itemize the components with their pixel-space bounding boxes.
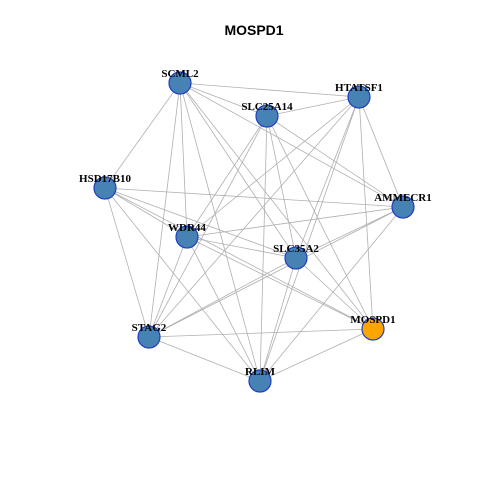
edge-slc35a2-mospd1 (295, 257, 374, 330)
edge-slc25a14-stag2 (148, 115, 268, 338)
node-slc25a14 (255, 104, 279, 128)
edge-scml2-ammecr1 (179, 82, 404, 208)
node-label-rlim: RLIM (245, 366, 276, 378)
edge-scml2-hsd17b10 (104, 82, 181, 189)
node-label-stag2: STAG2 (132, 322, 167, 334)
node-label-wdr44: WDR44 (168, 222, 206, 234)
edge-mospd1-rlim (259, 328, 374, 382)
edge-htatsf1-wdr44 (186, 96, 360, 238)
edge-hsd17b10-ammecr1 (104, 187, 404, 208)
edge-slc35a2-stag2 (148, 257, 297, 338)
node-label-hsd17b10: HSD17B10 (79, 173, 131, 185)
edge-wdr44-rlim (186, 236, 261, 382)
node-label-slc25a14: SLC25A14 (241, 101, 293, 113)
node-hsd17b10 (93, 176, 117, 200)
edges-layer (104, 82, 404, 382)
node-label-ammecr1: AMMECR1 (374, 192, 431, 204)
nodes-layer (93, 71, 415, 393)
edge-scml2-mospd1 (179, 82, 374, 330)
edge-ammecr1-stag2 (148, 206, 404, 338)
node-stag2 (137, 325, 161, 349)
edge-scml2-rlim (179, 82, 261, 382)
edge-slc25a14-ammecr1 (266, 115, 404, 208)
edge-htatsf1-mospd1 (358, 96, 374, 330)
edge-wdr44-stag2 (148, 236, 188, 338)
edge-scml2-slc25a14 (179, 82, 268, 117)
edge-htatsf1-rlim (259, 96, 360, 382)
node-wdr44 (175, 225, 199, 249)
node-label-slc35a2: SLC35A2 (273, 243, 319, 255)
node-ammecr1 (391, 195, 415, 219)
edge-stag2-mospd1 (148, 328, 374, 338)
edge-stag2-rlim (148, 336, 261, 382)
edge-hsd17b10-rlim (104, 187, 261, 382)
edge-ammecr1-wdr44 (186, 206, 404, 238)
node-label-scml2: SCML2 (161, 68, 199, 80)
edge-slc35a2-rlim (259, 257, 297, 382)
node-slc35a2 (284, 246, 308, 270)
edge-wdr44-slc35a2 (186, 236, 297, 259)
edge-scml2-wdr44 (179, 82, 188, 238)
node-label-htatsf1: HTATSF1 (335, 82, 383, 94)
edge-slc25a14-slc35a2 (266, 115, 297, 259)
edge-wdr44-mospd1 (186, 236, 374, 330)
edge-htatsf1-stag2 (148, 96, 360, 338)
edge-htatsf1-slc35a2 (295, 96, 360, 259)
edge-slc25a14-rlim (259, 115, 268, 382)
edge-hsd17b10-slc35a2 (104, 187, 297, 259)
edge-hsd17b10-stag2 (104, 187, 150, 338)
edge-slc25a14-htatsf1 (266, 96, 360, 117)
diagram-title: MOSPD1 (224, 22, 283, 38)
edge-ammecr1-slc35a2 (295, 206, 404, 259)
edge-ammecr1-rlim (259, 206, 404, 382)
edge-htatsf1-ammecr1 (358, 96, 404, 208)
edge-slc25a14-mospd1 (266, 115, 374, 330)
node-mospd1 (361, 317, 385, 341)
edge-hsd17b10-mospd1 (104, 187, 374, 330)
node-scml2 (168, 71, 192, 95)
edge-scml2-htatsf1 (179, 82, 360, 98)
node-label-mospd1: MOSPD1 (350, 314, 395, 326)
edge-slc25a14-wdr44 (186, 115, 268, 238)
edge-hsd17b10-wdr44 (104, 187, 188, 238)
node-htatsf1 (347, 85, 371, 109)
node-rlim (248, 369, 272, 393)
